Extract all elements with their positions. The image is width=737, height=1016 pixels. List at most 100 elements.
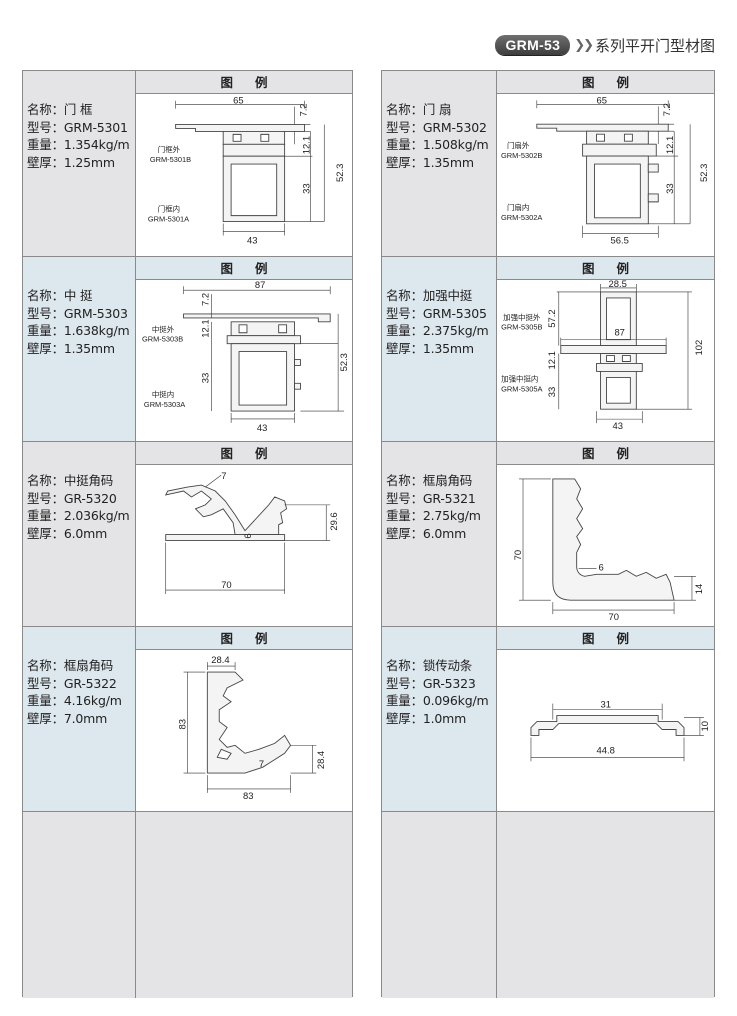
part-label: 门框内 xyxy=(158,204,180,214)
part-label: 中挺外 xyxy=(152,324,175,334)
profile-wall: 壁厚：7.0mm xyxy=(27,710,108,726)
profile-name: 名称：门 扇 xyxy=(386,102,452,117)
profile-name: 名称：框扇角码 xyxy=(27,658,114,673)
dim-label: 33 xyxy=(547,387,558,398)
profile-model: 型号：GR-5322 xyxy=(27,675,117,691)
profile-name: 名称：中挺角码 xyxy=(27,473,114,488)
profile-row-5323: 名称：锁传动条 型号：GR-5323 重量：0.096kg/m 壁厚：1.0mm… xyxy=(382,627,714,812)
dim-label: 7 xyxy=(221,470,226,481)
profile-drawing: 28.4 83 7 28.4 83 xyxy=(136,650,352,811)
dim-label: 87 xyxy=(614,328,625,339)
dim-label: 28.5 xyxy=(608,280,626,290)
dim-label: 52.3 xyxy=(334,164,345,182)
profile-model: 型号：GRM-5302 xyxy=(386,119,487,135)
profile-wall: 壁厚：6.0mm xyxy=(386,525,467,541)
series-badge: GRM-53 xyxy=(495,35,571,55)
dim-label: 12.1 xyxy=(665,136,676,154)
profile-model: 型号：GRM-5305 xyxy=(386,305,487,321)
dim-label: 33 xyxy=(665,183,676,194)
figure-header: 图例 xyxy=(497,442,714,465)
dim-label: 28.4 xyxy=(211,654,229,665)
figure-header: 图例 xyxy=(136,627,352,650)
profile-drawing: 28.5 87 57.2 12.1 33 102 xyxy=(497,280,714,441)
profile-weight: 重量：0.096kg/m xyxy=(386,693,489,708)
part-label: GRM-5302B xyxy=(501,151,542,160)
dim-label: 7.2 xyxy=(662,103,673,116)
empty-row xyxy=(382,812,714,998)
profile-model: 型号：GRM-5303 xyxy=(27,305,128,321)
profile-model: 型号：GR-5321 xyxy=(386,490,476,506)
part-label: GRM-5303B xyxy=(142,335,183,344)
profile-name: 名称：锁传动条 xyxy=(386,658,473,673)
part-label: 门框外 xyxy=(158,144,181,154)
part-label: GRM-5305A xyxy=(501,384,542,393)
profile-drawing: 31 10 44.8 xyxy=(497,650,714,811)
spec-cell: 名称：锁传动条 型号：GR-5323 重量：0.096kg/m 壁厚：1.0mm xyxy=(382,627,497,811)
dim-label: 6 xyxy=(599,562,604,573)
profile-weight: 重量：2.375kg/m xyxy=(386,323,489,338)
profile-model: 型号：GR-5320 xyxy=(27,490,117,506)
dim-label: 102 xyxy=(694,340,705,356)
dim-label: 65 xyxy=(597,95,608,106)
dim-label: 70 xyxy=(221,579,231,590)
page-title: 系列平开门型材图 xyxy=(594,36,715,55)
profile-name: 名称：加强中挺 xyxy=(386,288,473,303)
dim-label: 33 xyxy=(300,183,311,193)
profile-drawing: 87 7.2 12.1 33 52.3 43 中挺外 GRM- xyxy=(136,280,352,441)
empty-spec-cell xyxy=(23,812,136,998)
figure-cell: 图例 65 7.2 12.1 33 52.3 43 xyxy=(136,71,352,256)
part-label: GRM-5305B xyxy=(501,323,542,332)
empty-figure-cell xyxy=(136,812,352,998)
spec-cell: 名称：门 扇 型号：GRM-5302 重量：1.508kg/m 壁厚：1.35m… xyxy=(382,71,497,256)
figure-cell: 图例 65 7.2 12.1 33 52.3 xyxy=(497,71,714,256)
figure-header: 图例 xyxy=(136,71,352,94)
dim-label: 12.1 xyxy=(547,351,558,369)
figure-cell: 图例 87 7.2 12.1 33 52.3 xyxy=(136,257,352,441)
empty-figure-cell xyxy=(497,812,714,998)
part-label: 门扇外 xyxy=(507,140,530,150)
dim-label: 29.6 xyxy=(328,512,339,530)
dim-label: 52.3 xyxy=(338,353,349,371)
empty-row xyxy=(23,812,352,998)
profile-drawing: 65 7.2 12.1 33 52.3 56.5 门扇外 GR xyxy=(497,94,714,256)
profile-wall: 壁厚：1.35mm xyxy=(386,154,474,170)
profile-weight: 重量：1.508kg/m xyxy=(386,137,489,152)
profile-weight: 重量：1.354kg/m xyxy=(27,137,130,152)
dim-label: 57.2 xyxy=(547,309,558,327)
figure-cell: 图例 28.5 87 57.2 12.1 xyxy=(497,257,714,441)
dim-label: 7 xyxy=(259,758,264,769)
profile-drawing: 70 6 14 70 xyxy=(497,465,714,626)
part-label: GRM-5302A xyxy=(501,213,542,222)
part-label: GRM-5303A xyxy=(144,400,185,409)
profile-row-5303: 名称：中 挺 型号：GRM-5303 重量：1.638kg/m 壁厚：1.35m… xyxy=(23,257,352,442)
dim-label: 12.1 xyxy=(199,319,210,337)
part-label: 加强中挺内 xyxy=(501,373,538,383)
dim-label: 43 xyxy=(612,421,623,432)
dim-label: 83 xyxy=(177,719,188,729)
profile-wall: 壁厚：1.35mm xyxy=(27,340,115,356)
page-header: GRM-53 ❯❯ 系列平开门型材图 xyxy=(495,34,715,56)
spec-cell: 名称：框扇角码 型号：GR-5322 重量：4.16kg/m 壁厚：7.0mm xyxy=(23,627,136,811)
part-label: 加强中挺外 xyxy=(503,312,541,322)
profile-model: 型号：GRM-5301 xyxy=(27,119,128,135)
spec-cell: 名称：中挺角码 型号：GR-5320 重量：2.036kg/m 壁厚：6.0mm xyxy=(23,442,136,626)
profile-weight: 重量：2.75kg/m xyxy=(386,508,481,523)
dim-label: 31 xyxy=(601,700,612,711)
dim-label: 44.8 xyxy=(597,745,615,756)
part-label: 门扇内 xyxy=(507,202,529,212)
part-label: 中挺内 xyxy=(152,389,174,399)
figure-cell: 图例 31 10 44.8 xyxy=(497,627,714,811)
profile-row-5301: 名称：门 框 型号：GRM-5301 重量：1.354kg/m 壁厚：1.25m… xyxy=(23,71,352,257)
dim-label: 33 xyxy=(199,373,210,383)
empty-spec-cell xyxy=(382,812,497,998)
profile-wall: 壁厚：1.35mm xyxy=(386,340,474,356)
profile-drawing: 7 29.6 6 70 xyxy=(136,465,352,626)
chevron-right-icon: ❯❯ xyxy=(574,37,594,52)
spec-cell: 名称：门 框 型号：GRM-5301 重量：1.354kg/m 壁厚：1.25m… xyxy=(23,71,136,256)
spec-cell: 名称：框扇角码 型号：GR-5321 重量：2.75kg/m 壁厚：6.0mm xyxy=(382,442,497,626)
figure-cell: 图例 70 6 14 70 xyxy=(497,442,714,626)
dim-label: 43 xyxy=(257,422,267,433)
dim-label: 28.4 xyxy=(315,751,326,769)
profile-row-5320: 名称：中挺角码 型号：GR-5320 重量：2.036kg/m 壁厚：6.0mm… xyxy=(23,442,352,627)
dim-label: 56.5 xyxy=(610,236,628,247)
